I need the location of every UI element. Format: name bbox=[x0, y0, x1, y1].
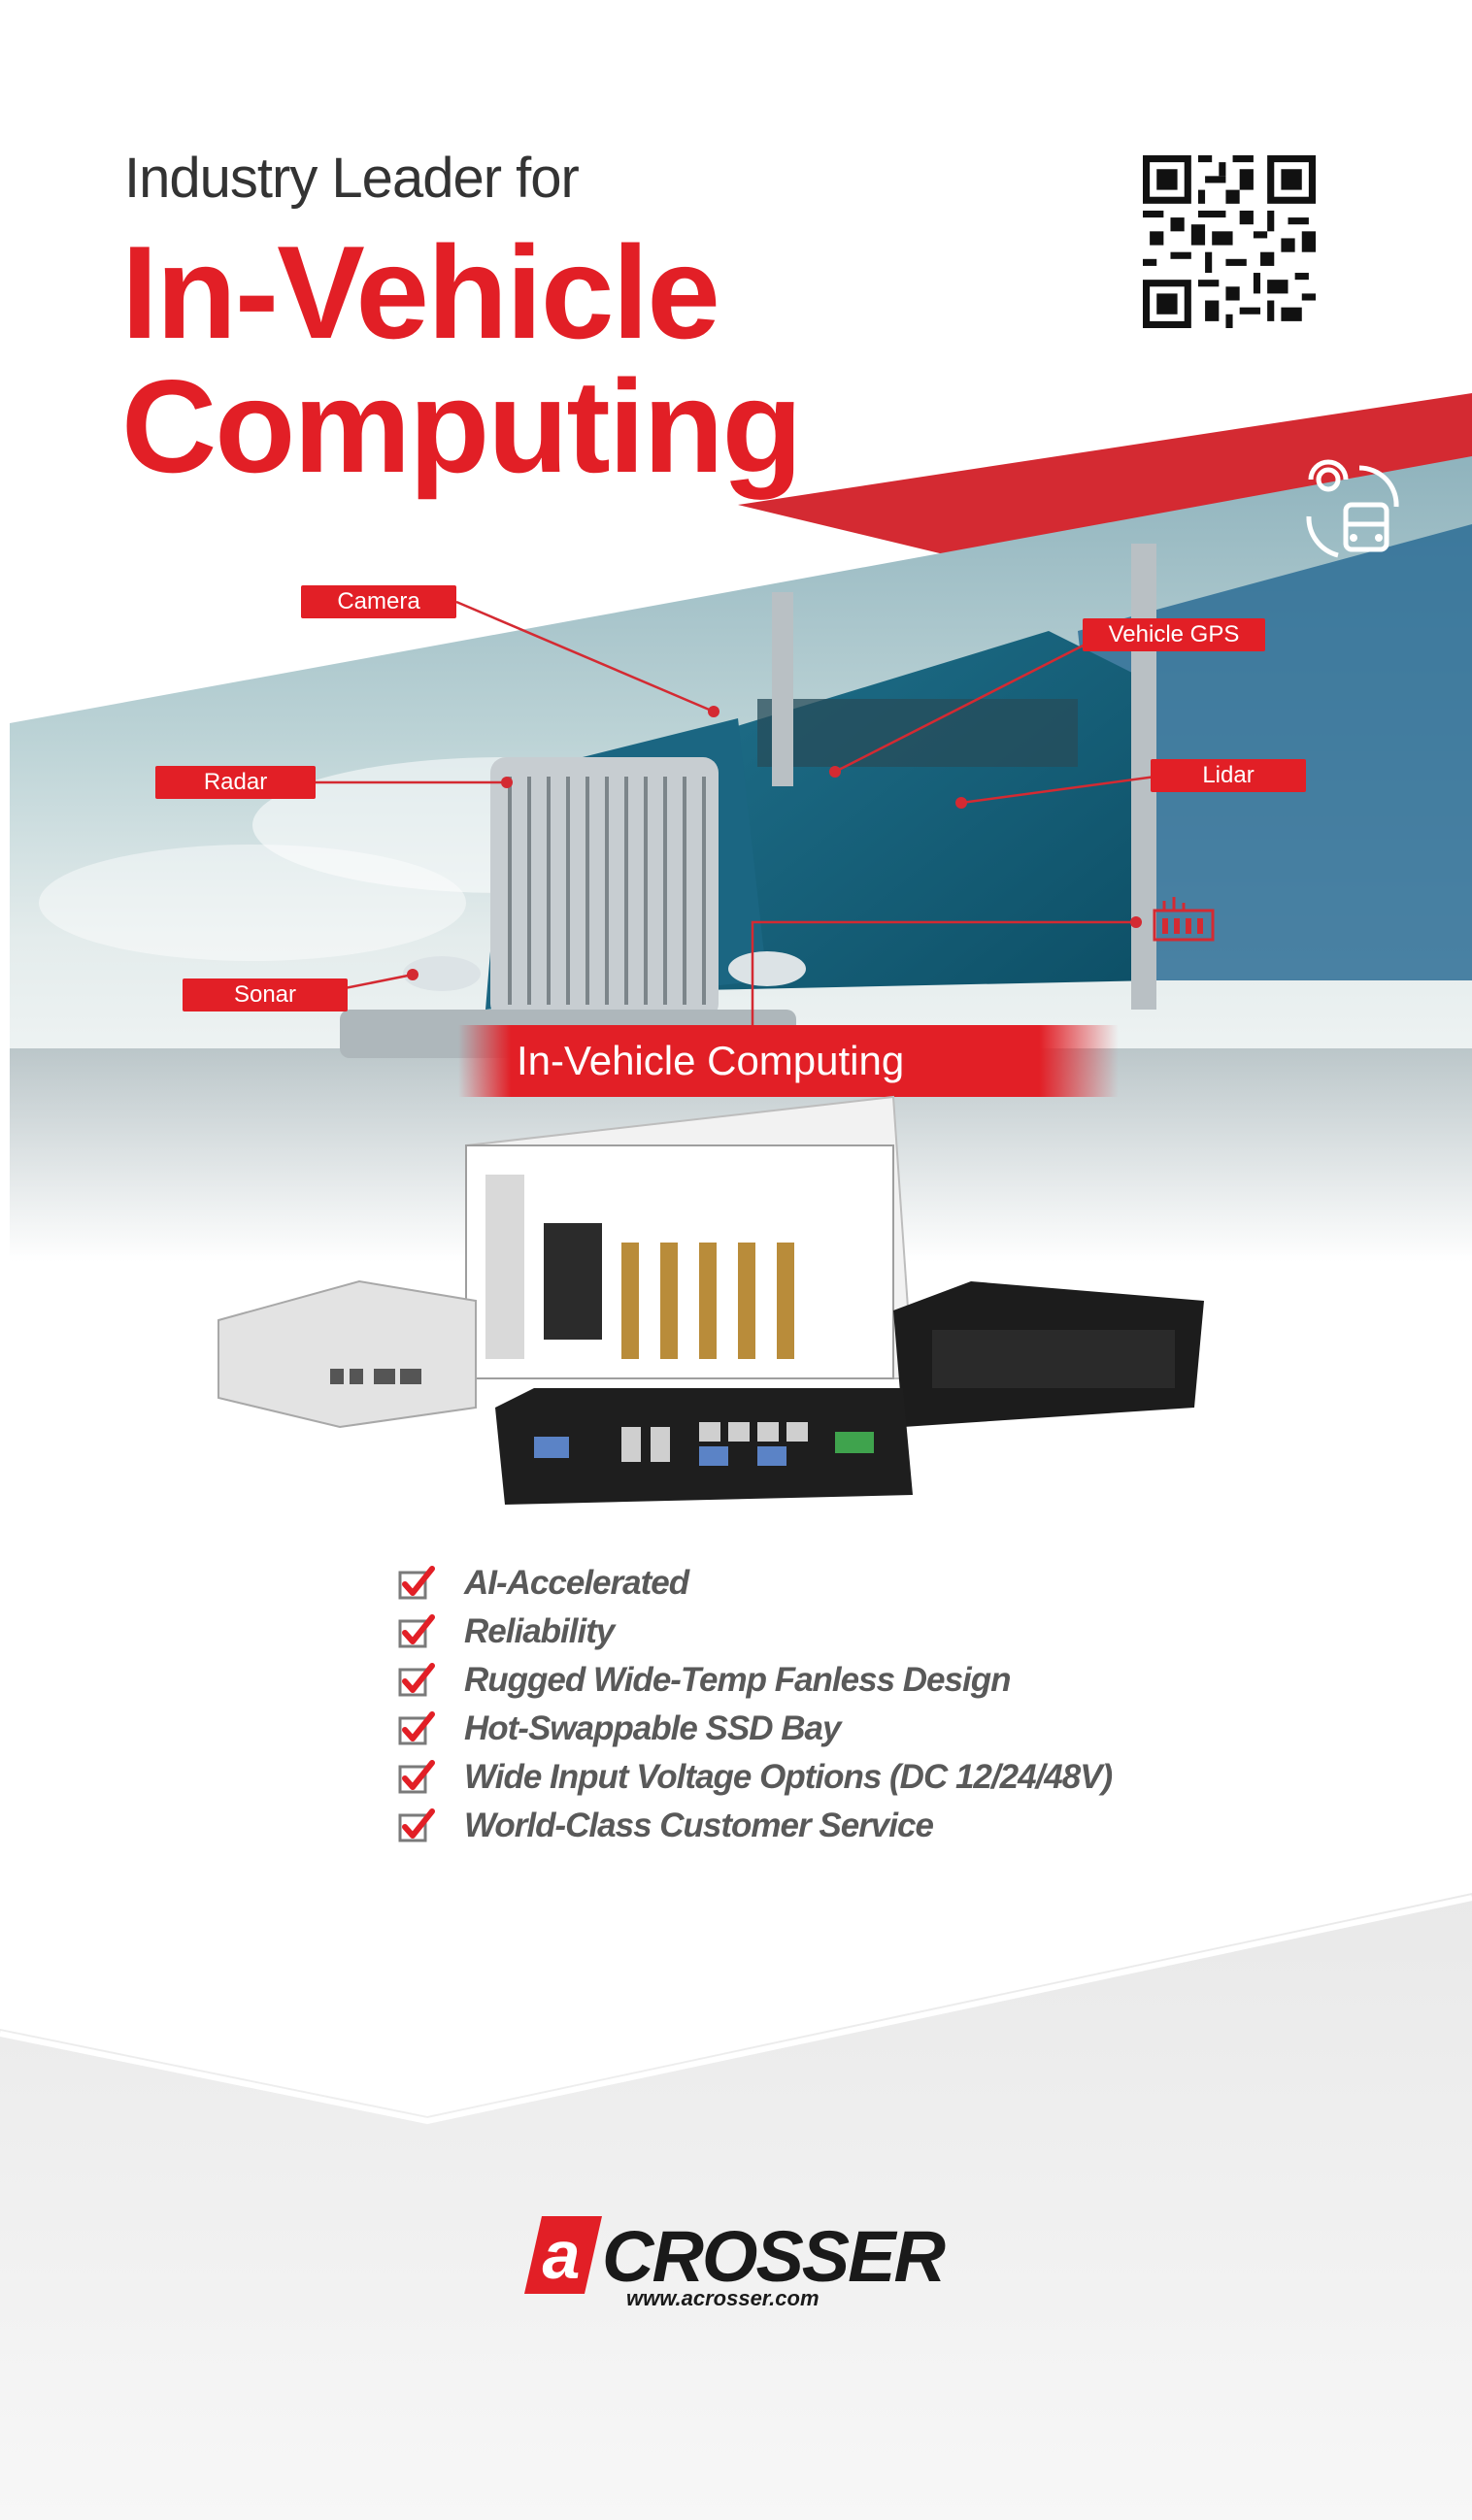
radar-tag: Radar bbox=[155, 766, 316, 799]
subtitle: Industry Leader for bbox=[124, 147, 580, 210]
lidar-tag: Lidar bbox=[1151, 759, 1306, 792]
feature-item: Wide Input Voltage Options (DC 12/24/48V… bbox=[398, 1753, 1113, 1802]
feature-item: World-Class Customer Service bbox=[398, 1802, 1112, 1850]
checkbox-checked-icon bbox=[398, 1663, 435, 1697]
feature-item: AI-Accelerated bbox=[398, 1559, 1112, 1608]
feature-list: AI-Accelerated Reliability Rugged Wide-T… bbox=[398, 1559, 1113, 1850]
brand-name: CROSSER bbox=[602, 2216, 946, 2297]
vehicle-gps-tag: Vehicle GPS bbox=[1083, 618, 1265, 651]
computer-module-icon bbox=[1153, 897, 1215, 942]
acrosser-logo-mark: a bbox=[524, 2216, 602, 2294]
feature-label: World-Class Customer Service bbox=[464, 1807, 934, 1844]
sonar-tag: Sonar bbox=[183, 978, 348, 1011]
feature-item: Rugged Wide-Temp Fanless Design bbox=[398, 1656, 1112, 1705]
headline: In-Vehicle Computing bbox=[121, 218, 803, 500]
checkbox-checked-icon bbox=[398, 1711, 435, 1745]
feature-label: Reliability bbox=[464, 1612, 615, 1650]
qr-code-icon[interactable] bbox=[1143, 155, 1316, 328]
in-vehicle-computing-banner: In-Vehicle Computing bbox=[458, 1025, 1119, 1097]
checkbox-checked-icon bbox=[398, 1760, 435, 1794]
feature-item: Hot-Swappable SSD Bay bbox=[398, 1705, 1112, 1753]
product-lineup-image bbox=[217, 1095, 1204, 1505]
checkbox-checked-icon bbox=[398, 1566, 435, 1600]
headline-line-2: Computing bbox=[121, 352, 803, 500]
website-link[interactable]: www.acrosser.com bbox=[626, 2286, 820, 2310]
bus-connectivity-icon bbox=[1306, 459, 1399, 558]
feature-label: Rugged Wide-Temp Fanless Design bbox=[464, 1661, 1011, 1699]
feature-label: Wide Input Voltage Options (DC 12/24/48V… bbox=[464, 1758, 1113, 1796]
checkbox-checked-icon bbox=[398, 1808, 435, 1842]
feature-label: Hot-Swappable SSD Bay bbox=[464, 1709, 841, 1747]
camera-tag: Camera bbox=[301, 585, 456, 618]
feature-label: AI-Accelerated bbox=[464, 1564, 689, 1602]
feature-item: Reliability bbox=[398, 1608, 1112, 1656]
headline-line-1: In-Vehicle bbox=[121, 218, 720, 366]
logo-mark-letter: a bbox=[543, 2217, 581, 2293]
checkbox-checked-icon bbox=[398, 1614, 435, 1648]
